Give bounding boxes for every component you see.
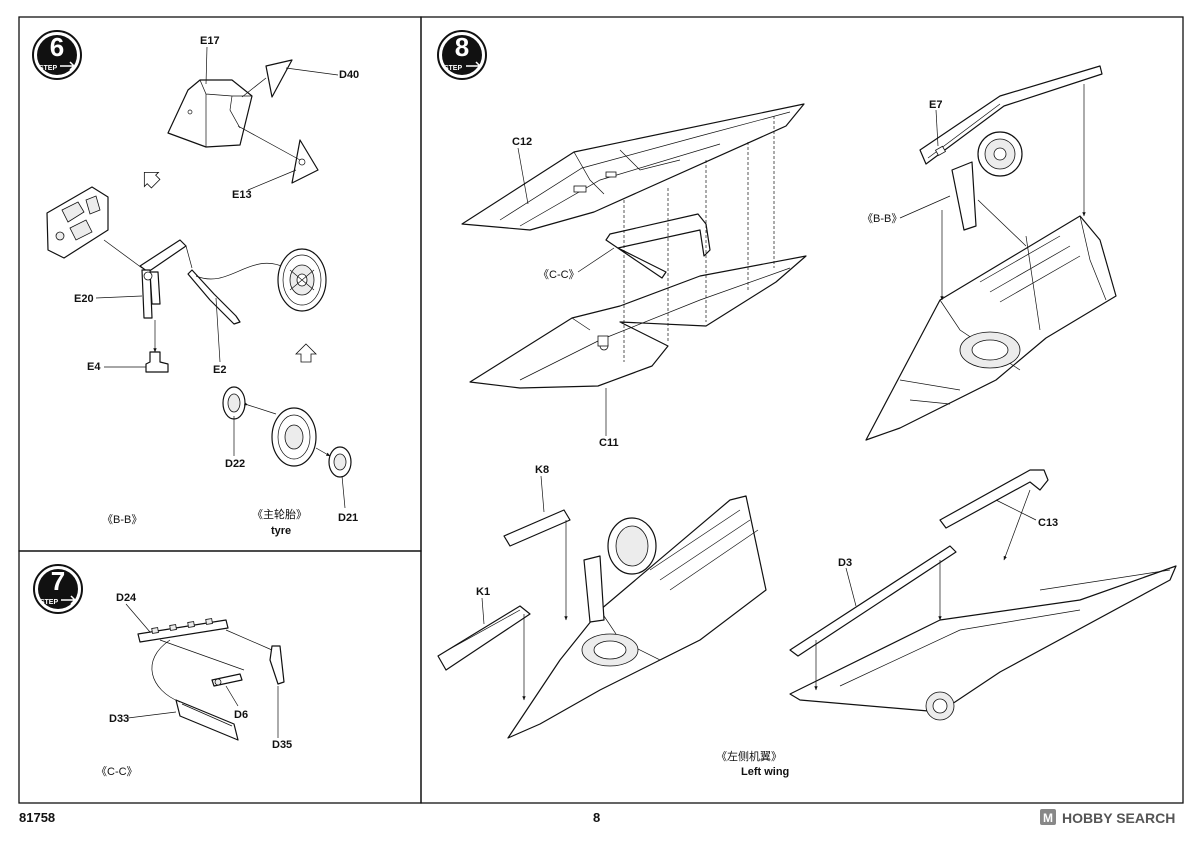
wheel-e7-drawing: [951, 131, 1027, 247]
step-arrow-icon: [466, 61, 482, 71]
part-label-e2: E2: [213, 364, 226, 376]
part-label-d33: D33: [109, 713, 129, 725]
watermark-text: HOBBY SEARCH: [1062, 810, 1175, 826]
part-d33-drawing: [175, 699, 239, 741]
part-label-d24: D24: [116, 592, 137, 604]
part-c12-wing-upper-drawing: [461, 103, 805, 231]
part-c11-wing-lower-drawing: [469, 255, 807, 389]
c-c-spar-drawing: [605, 213, 711, 279]
panel-frames: [18, 16, 1184, 804]
part-d3-drawing: [789, 545, 957, 691]
step-number: 8: [455, 32, 469, 62]
part-d35-drawing: [269, 645, 285, 685]
step-arrow-icon: [60, 61, 76, 71]
main-gear-door-drawing: [46, 186, 109, 259]
step-number: 6: [50, 32, 64, 62]
part-d24-bay-strip-drawing: [137, 618, 229, 643]
d40-assembly-line: [241, 77, 267, 98]
part-label-e20: E20: [74, 293, 94, 305]
tyre-caption-en: tyre: [271, 525, 291, 537]
left-wing-k-parts-drawing: [507, 495, 767, 739]
page-number: 8: [593, 810, 600, 825]
step-6-badge: 6 STEP: [32, 30, 82, 80]
step-8-badge: 8 STEP: [437, 30, 487, 80]
step-word: STEP: [40, 599, 59, 606]
step-7-badge: 7 STEP: [33, 564, 83, 614]
left-wing-leading-edge-drawing: [789, 565, 1177, 721]
wing-caption-cn: 《左侧机翼》: [716, 749, 782, 763]
part-k1-drawing: [437, 605, 531, 701]
hobby-search-watermark: M HOBBY SEARCH: [1040, 809, 1175, 826]
part-label-d22: D22: [225, 458, 245, 470]
part-label-e4: E4: [87, 361, 101, 373]
step-arrow-icon: [61, 595, 77, 605]
wing-caption-en: Left wing: [741, 766, 789, 778]
part-label-c12: C12: [512, 136, 532, 148]
part-label-c11: C11: [599, 437, 619, 449]
d35-assembly-line: [225, 629, 273, 651]
step-8-right-assembly-lines: [940, 84, 1086, 331]
wheel-connection-line: [195, 262, 287, 280]
orientation-arrow-icon: [143, 171, 161, 189]
part-k8-drawing: [503, 509, 571, 621]
d33-assembly-line: [151, 639, 181, 703]
part-c13-drawing: [939, 469, 1049, 561]
part-d6-drawing: [211, 673, 243, 687]
view-caption-cc: 《C-C》: [96, 765, 138, 778]
part-label-k8: K8: [535, 464, 549, 476]
hobby-search-logo-icon: [1040, 809, 1056, 825]
part-label-d3: D3: [838, 557, 852, 569]
part-e4-drawing: [104, 320, 169, 373]
tyre-caption-cn: 《主轮胎》: [252, 507, 307, 521]
part-e2-link-drawing: [185, 245, 241, 325]
step-8-panel: [420, 16, 1184, 804]
part-label-k1: K1: [476, 586, 490, 598]
step-word: STEP: [39, 65, 58, 72]
tyre-assembly-drawing: [222, 386, 352, 478]
view-caption-bb: 《B-B》: [102, 513, 142, 526]
gear-door-e7-drawing: [919, 65, 1103, 165]
kit-code: 81758: [19, 810, 55, 825]
step-word: STEP: [444, 65, 463, 72]
logo-letter: M: [1043, 811, 1053, 825]
d6-assembly-line: [159, 639, 245, 671]
orientation-arrow-icon: [295, 343, 317, 363]
view-caption-cc-step8: 《C-C》: [538, 268, 580, 281]
part-e17-fairing-drawing: [167, 79, 253, 148]
part-d40-drawing: [265, 59, 293, 98]
part-label-d40: D40: [339, 69, 359, 81]
main-wheel-drawing: [277, 248, 327, 312]
step-8-upper-assembly-lines: [623, 116, 775, 362]
step-number: 7: [51, 566, 65, 596]
part-label-d35: D35: [272, 739, 292, 751]
part-label-e7: E7: [929, 99, 942, 111]
part-label-c13: C13: [1038, 517, 1058, 529]
left-wing-gear-bay-drawing: [865, 215, 1117, 441]
part-label-d6: D6: [234, 709, 248, 721]
part-label-e17: E17: [200, 35, 220, 47]
part-label-d21: D21: [338, 512, 358, 524]
view-caption-bb-step8: 《B-B》: [862, 212, 902, 225]
main-gear-strut-drawing: [103, 239, 187, 319]
e13-assembly-line: [237, 125, 301, 161]
part-label-e13: E13: [232, 189, 252, 201]
